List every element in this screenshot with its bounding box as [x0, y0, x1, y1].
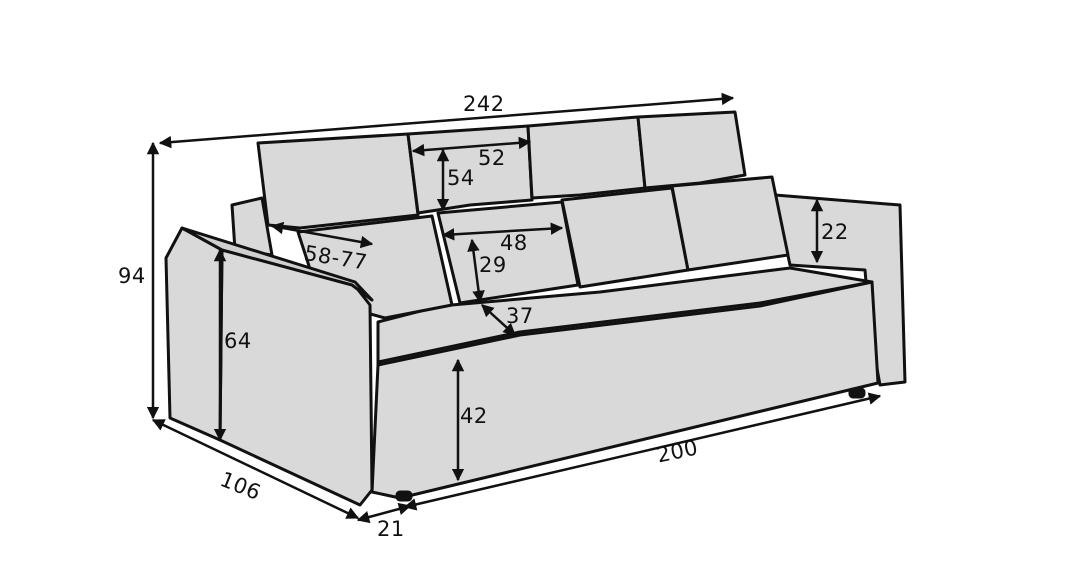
left-armrest-top [180, 226, 374, 302]
back-cushion-4 [636, 110, 747, 190]
dim-line-seat-depth [270, 221, 374, 249]
seat-front-top-edge [376, 280, 874, 364]
foot-right [848, 387, 866, 399]
label-pillow-width: 48 [500, 231, 528, 255]
label-base-gap: 21 [377, 517, 405, 541]
label-pillow-height: 29 [479, 253, 507, 277]
dim-line-bed-width [403, 392, 882, 511]
dim-line-overall-width [158, 92, 735, 149]
dim-line-pillow-height [467, 238, 485, 304]
dim-line-pillow-depth [481, 304, 516, 336]
back-cushion-3 [526, 115, 647, 200]
label-back-cushion-width: 52 [478, 146, 506, 170]
dim-line-overall-depth [151, 418, 360, 520]
label-overall-width: 242 [463, 92, 505, 116]
label-back-cushion-height: 54 [447, 166, 475, 190]
pillow-3 [560, 186, 690, 289]
left-armrest-outer [164, 226, 224, 442]
pillow-4 [670, 175, 790, 272]
dim-line-pillow-width [441, 222, 564, 241]
label-overall-height: 94 [118, 264, 146, 288]
dim-line-base-gap [356, 502, 412, 524]
label-armrest-rise: 22 [821, 220, 849, 244]
label-seat-height: 42 [460, 404, 488, 428]
dim-line-cushion-width [411, 136, 532, 157]
back-cushion-1 [256, 132, 420, 230]
foot-front [395, 490, 413, 502]
left-armrest-inner [218, 246, 374, 507]
label-pillow-depth: 37 [506, 304, 534, 328]
label-armrest-height: 64 [224, 329, 252, 353]
